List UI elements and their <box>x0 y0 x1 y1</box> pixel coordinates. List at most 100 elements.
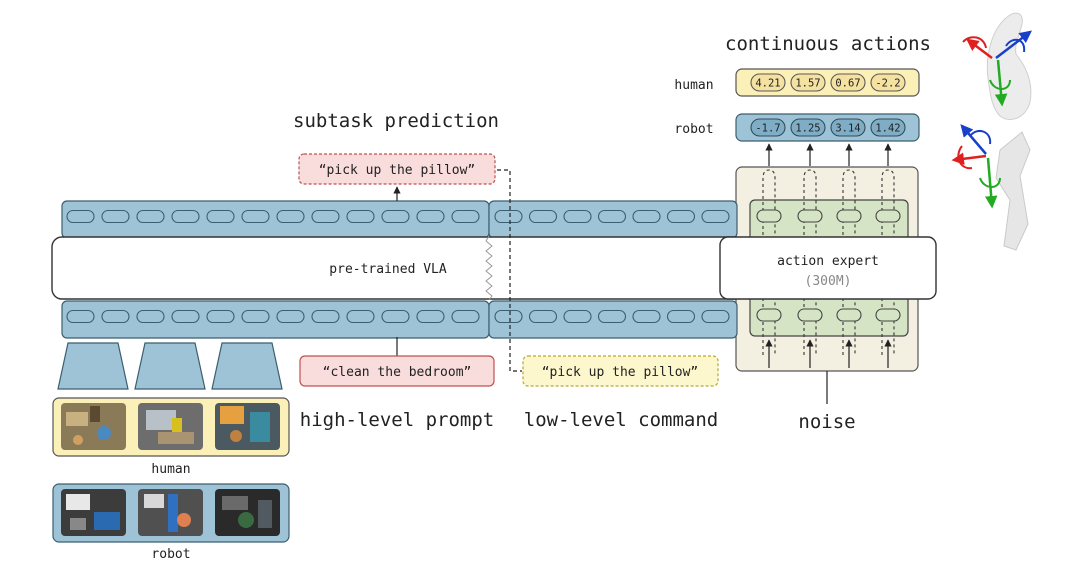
vla-token <box>171 209 200 224</box>
vla-token <box>276 209 305 224</box>
low-level-command-box: “pick up the pillow” <box>522 355 719 387</box>
subtask-output-text: “pick up the pillow” <box>319 163 476 178</box>
expert-token-column <box>875 169 901 368</box>
expert-token-column <box>836 169 862 368</box>
action-expert-size: (300M) <box>805 274 852 289</box>
action-value-pill <box>870 118 906 137</box>
action-value: 4.21 <box>755 78 780 90</box>
vla-token <box>451 209 480 224</box>
vla-token <box>381 309 410 324</box>
human-row-label: human <box>674 78 713 93</box>
command-token <box>563 209 592 224</box>
expert-token-column <box>797 169 823 368</box>
command-token <box>494 209 523 224</box>
robot-gripper-icon <box>951 124 1031 251</box>
command-token <box>701 309 730 324</box>
command-token <box>494 309 523 324</box>
human-images-label: human <box>151 462 190 477</box>
vla-token <box>346 309 375 324</box>
vla-token <box>346 209 375 224</box>
subtask-to-command-link <box>497 169 522 372</box>
action-expert-box: action expert (300M) <box>719 236 937 300</box>
action-output-arrows <box>765 143 892 166</box>
vla-token <box>381 209 410 224</box>
command-token <box>666 309 696 324</box>
vla-token <box>136 309 165 324</box>
vla-backbone: pre-trained VLA <box>51 235 745 301</box>
vla-token <box>66 209 95 224</box>
command-token <box>701 209 730 224</box>
bottom-token-strip <box>61 300 738 339</box>
expert-token-column <box>756 169 782 368</box>
vla-token <box>66 309 95 324</box>
command-token <box>666 209 696 224</box>
camera-image-thumbnail <box>215 403 280 450</box>
command-token <box>528 309 558 324</box>
action-value-pill <box>870 73 906 92</box>
subtask-output-box: “pick up the pillow” <box>298 153 496 185</box>
human-hand-icon <box>962 12 1032 120</box>
action-value: 1.57 <box>795 78 820 90</box>
vla-label: pre-trained VLA <box>329 262 447 277</box>
action-value-pill <box>790 118 826 137</box>
vision-encoders <box>57 342 283 390</box>
camera-image-thumbnail <box>215 489 280 536</box>
action-value: 1.25 <box>795 123 820 135</box>
continuous-actions-title: continuous actions <box>725 33 931 55</box>
encoder-trapezoid <box>134 342 206 390</box>
expert-token <box>756 209 782 223</box>
vla-token <box>416 309 445 324</box>
action-expert-label: action expert <box>777 254 879 269</box>
vla-token <box>416 209 445 224</box>
high-level-prompt-label: high-level prompt <box>300 409 494 431</box>
camera-image-thumbnail <box>61 403 126 450</box>
action-value: 0.67 <box>835 78 860 90</box>
action-value-pill <box>750 73 786 92</box>
expert-token <box>875 308 901 322</box>
vla-token <box>171 309 200 324</box>
action-value: -2.2 <box>875 78 900 90</box>
vla-token <box>101 209 130 224</box>
expert-token <box>797 209 823 223</box>
expert-token-columns <box>756 169 901 368</box>
vla-token <box>311 309 340 324</box>
expert-token <box>797 308 823 322</box>
high-level-prompt-box: “clean the bedroom” <box>299 355 495 387</box>
camera-image-thumbnail <box>138 489 203 536</box>
token-strips <box>61 200 738 339</box>
subtask-prediction-title: subtask prediction <box>293 110 499 132</box>
command-token <box>597 309 627 324</box>
camera-image-thumbnail <box>61 489 126 536</box>
human-camera-images <box>52 397 290 457</box>
robot-images-label: robot <box>151 547 190 562</box>
encoder-trapezoid <box>211 342 283 390</box>
expert-token <box>875 209 901 223</box>
vla-token <box>241 309 270 324</box>
action-value: 1.42 <box>875 123 900 135</box>
vla-token <box>136 209 165 224</box>
command-token <box>597 209 627 224</box>
vla-token <box>311 209 340 224</box>
camera-image-thumbnail <box>138 403 203 450</box>
vla-token <box>276 309 305 324</box>
vla-token <box>241 209 270 224</box>
expert-token <box>836 209 862 223</box>
human-action-values: 4.21 1.57 0.67 -2.2 <box>750 73 906 92</box>
command-token <box>528 209 558 224</box>
action-value-pill <box>750 118 786 137</box>
command-token <box>632 309 661 324</box>
high-level-prompt-text: “clean the bedroom” <box>323 365 472 380</box>
command-token <box>632 209 661 224</box>
robot-camera-images <box>52 483 290 543</box>
vla-token <box>206 209 235 224</box>
action-value: 3.14 <box>835 123 860 135</box>
action-value-pill <box>790 73 826 92</box>
vla-split-squiggle <box>485 235 493 301</box>
expert-token <box>836 308 862 322</box>
low-level-command-label: low-level command <box>524 409 718 431</box>
action-value-pill <box>830 118 866 137</box>
robot-row-label: robot <box>674 122 713 137</box>
command-token <box>563 309 592 324</box>
